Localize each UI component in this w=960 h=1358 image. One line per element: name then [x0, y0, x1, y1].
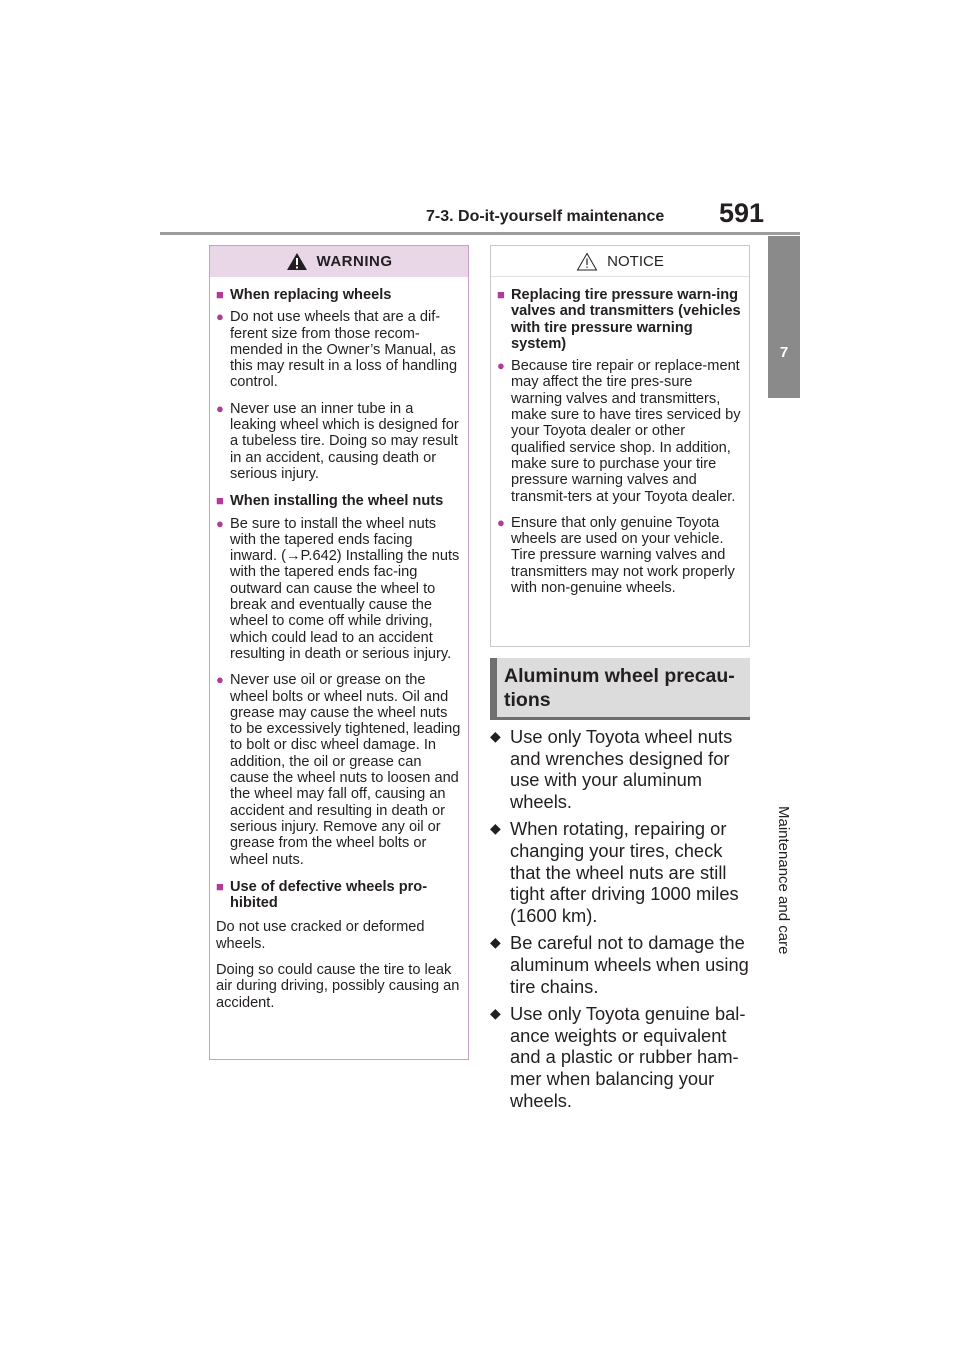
warning-bullet: ●Do not use wheels that are a dif-ferent… — [216, 309, 458, 391]
circle-bullet-icon: ● — [216, 672, 224, 688]
chapter-label: Maintenance and care — [771, 806, 795, 981]
page-header: 7-3. Do-it-yourself maintenance 591 — [0, 0, 960, 240]
square-bullet-icon: ■ — [216, 287, 224, 302]
square-bullet-icon: ■ — [216, 878, 224, 894]
circle-bullet-icon: ● — [216, 309, 224, 325]
diamond-bullet-icon: ◆ — [490, 728, 501, 744]
warning-subheading: ■When replacing wheels — [216, 287, 392, 303]
list-item: ◆Use only Toyota wheel nuts and wrenches… — [490, 726, 733, 812]
square-bullet-icon: ■ — [216, 493, 224, 509]
warning-bullet: ●Never use an inner tube in a leaking wh… — [216, 400, 459, 482]
notice-bullet-continuation: Tire pressure warning valves and transmi… — [511, 547, 735, 597]
list-item: ◆Be careful not to damage the aluminum w… — [490, 932, 749, 997]
warning-bullet: ●Never use oil or grease on the wheel bo… — [216, 672, 461, 868]
notice-body: ■Replacing tire pressure warn-ing valves… — [491, 277, 749, 596]
notice-title: NOTICE — [607, 252, 664, 270]
warning-triangle-icon — [286, 253, 307, 270]
section-heading-line2: tions — [504, 689, 551, 711]
aluminum-wheel-list: ◆Use only Toyota wheel nuts and wrenches… — [490, 726, 752, 1117]
warning-body: ■When replacing wheels ●Do not use wheel… — [210, 277, 468, 1011]
notice-header: NOTICE — [491, 246, 749, 277]
diamond-bullet-icon: ◆ — [490, 1005, 501, 1022]
page-number: 591 — [719, 198, 765, 228]
circle-bullet-icon: ● — [497, 514, 505, 530]
notice-bullet: ●Because tire repair or replace-ment may… — [497, 358, 741, 505]
warning-paragraph: Doing so could cause the tire to leak ai… — [216, 961, 460, 1011]
warning-bullet: ●Be sure to install the wheel nuts with … — [216, 515, 460, 662]
warning-paragraph: Do not use cracked or deformed wheels. — [216, 919, 425, 952]
section-heading-line1: Aluminum wheel precau- — [504, 665, 735, 687]
section-title: 7-3. Do-it-yourself maintenance — [426, 208, 665, 225]
circle-bullet-icon: ● — [497, 358, 505, 374]
square-bullet-icon: ■ — [497, 287, 505, 302]
chapter-label-text: Maintenance and care — [775, 806, 792, 955]
list-item: ◆Use only Toyota genuine bal-ance weight… — [490, 1003, 746, 1111]
diamond-bullet-icon: ◆ — [490, 934, 501, 951]
circle-bullet-icon: ● — [216, 515, 224, 531]
section-heading: Aluminum wheel precau- tions — [490, 658, 750, 720]
warning-subheading: ■When installing the wheel nuts — [216, 493, 444, 510]
circle-bullet-icon: ● — [216, 400, 224, 416]
notice-bullet-text: Ensure that only genuine Toyota wheels a… — [511, 514, 724, 548]
diamond-bullet-icon: ◆ — [490, 820, 501, 837]
chapter-number: 7 — [779, 344, 789, 361]
warning-header: WARNING — [210, 246, 468, 277]
notice-subheading: ■Replacing tire pressure warn-ing valves… — [497, 287, 741, 352]
notice-triangle-icon — [576, 251, 598, 270]
warning-box: WARNING ■When replacing wheels ●Do not u… — [209, 245, 469, 1060]
list-item: ◆When rotating, repairing or changing yo… — [490, 818, 739, 926]
chapter-tab — [768, 236, 800, 398]
warning-title: WARNING — [316, 253, 393, 270]
notice-bullet: ● Ensure that only genuine Toyota wheels… — [497, 515, 743, 596]
notice-box: NOTICE ■Replacing tire pressure warn-ing… — [490, 245, 750, 647]
warning-subheading: ■Use of defective wheels pro-hibited — [216, 878, 428, 912]
header-divider — [160, 232, 800, 235]
